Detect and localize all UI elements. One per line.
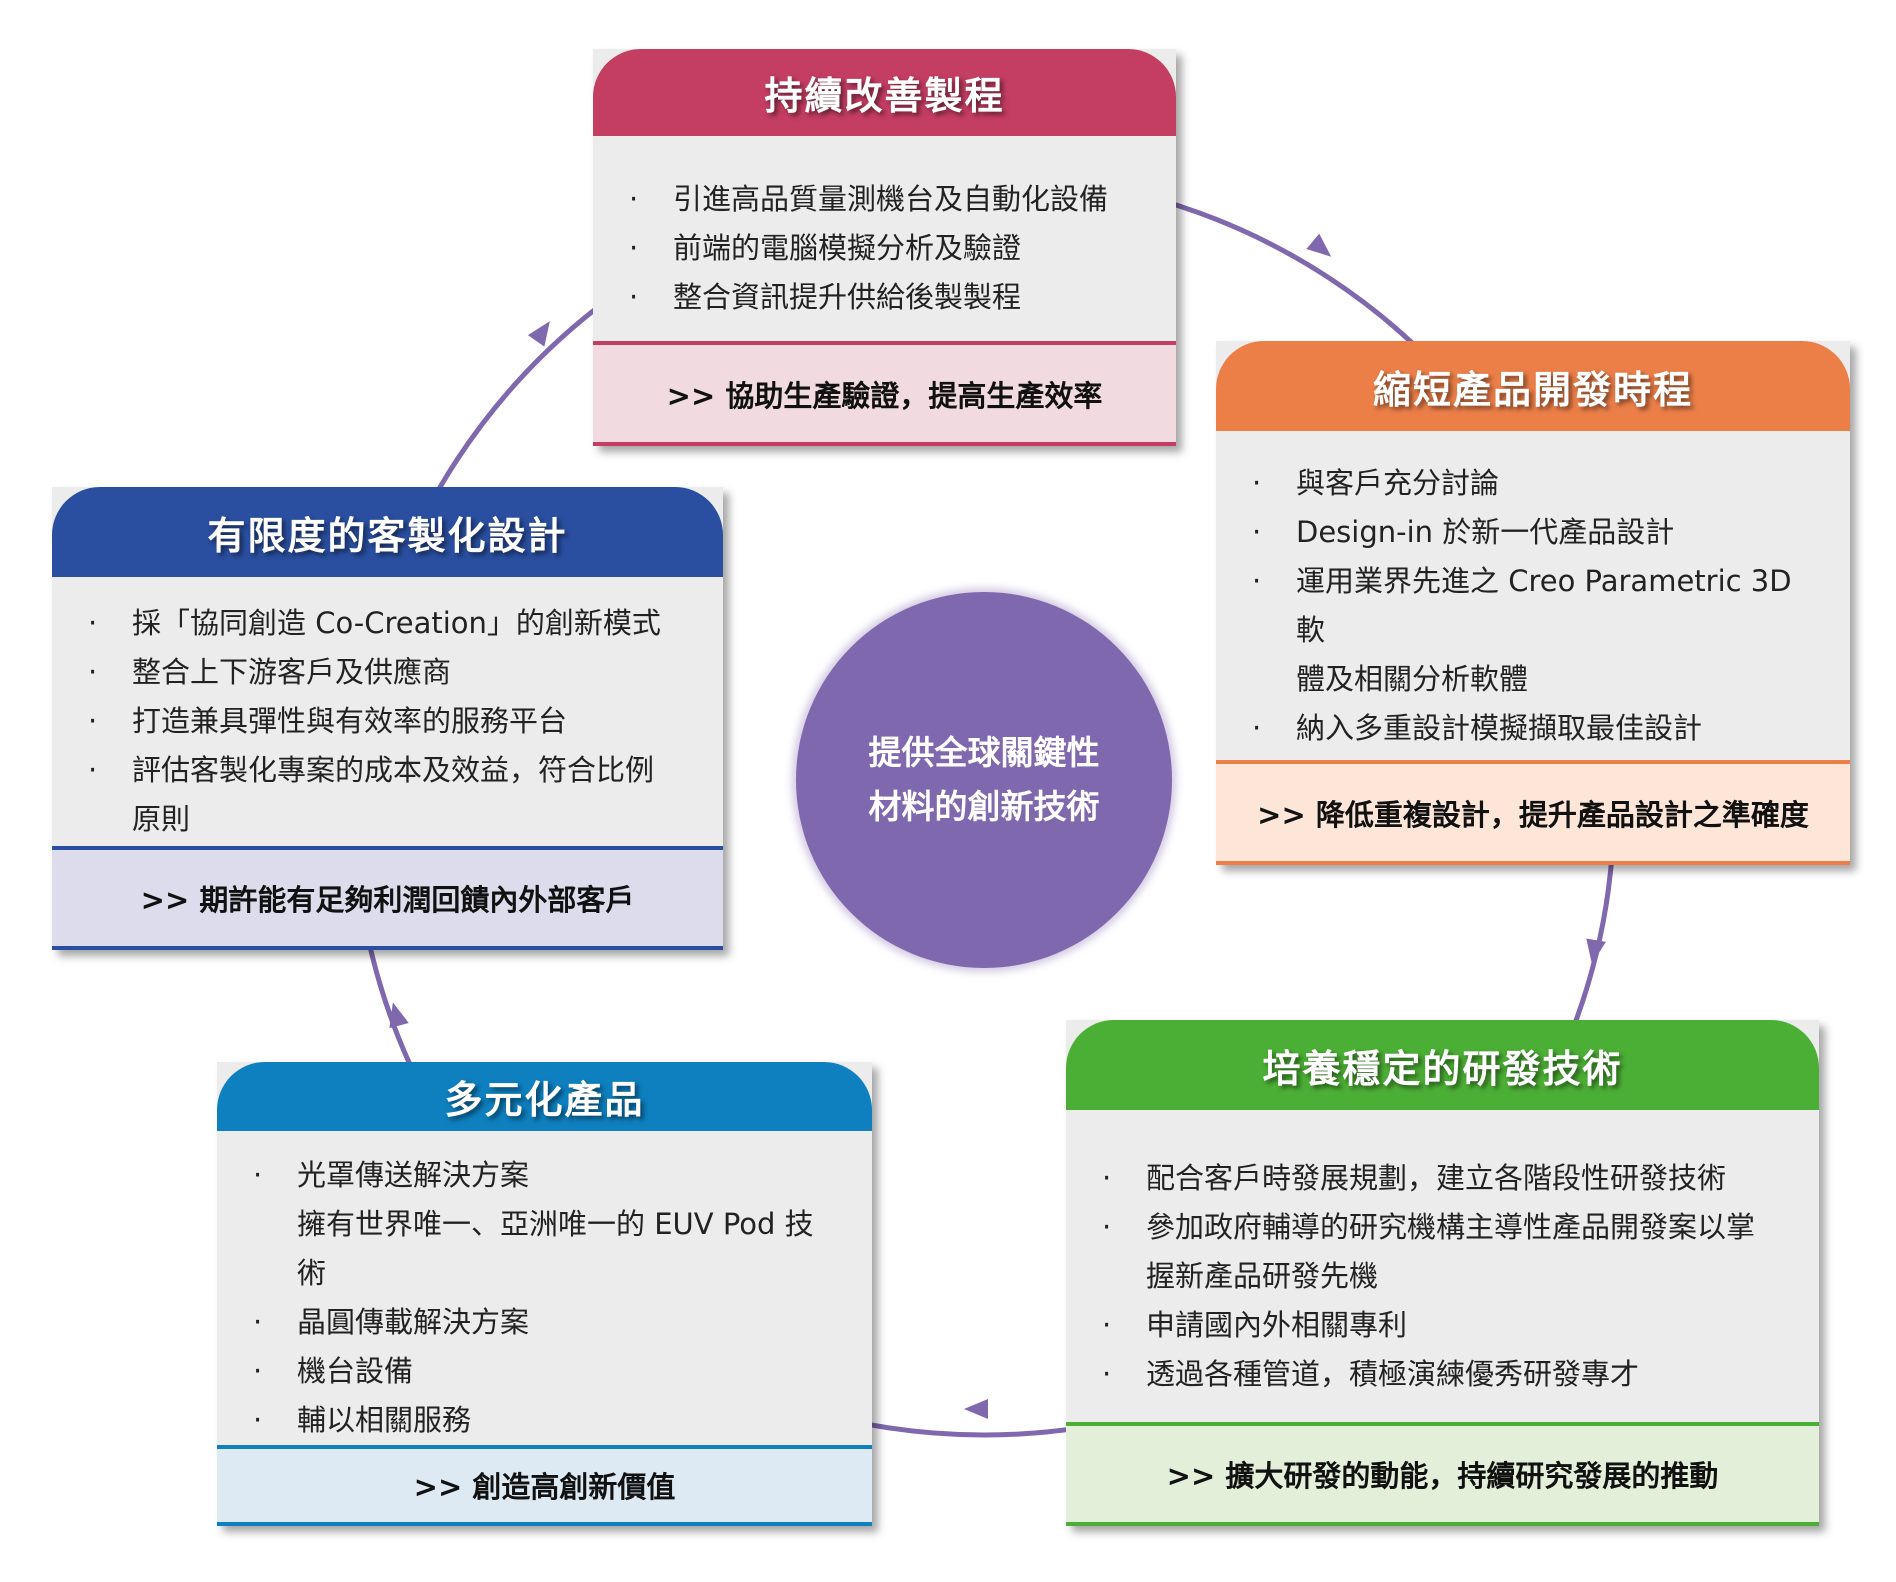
bullet-icon: · [1252, 710, 1262, 745]
list-item-text: 參加政府輔導的研究機構主導性產品開發案以掌 [1146, 1209, 1756, 1244]
list-item: ·握新產品研發先機 [1096, 1252, 1789, 1301]
list-item: · 納入多重設計模擬擷取最佳設計 [1246, 704, 1820, 753]
bullet-icon: · [253, 1157, 263, 1192]
box-title: 縮短產品開發時程 [1216, 341, 1850, 431]
list-item: · 配合客戶時發展規劃，建立各階段性研發技術 [1096, 1154, 1789, 1203]
list-item-text: 整合上下游客戶及供應商 [132, 655, 452, 689]
bullet-icon: · [1102, 1307, 1112, 1342]
list-item-text: 前端的電腦模擬分析及驗證 [673, 231, 1022, 265]
box-title: 多元化產品 [217, 1062, 872, 1131]
core-value-circle: 提供全球關鍵性材料的創新技術 [796, 592, 1172, 968]
box-diverse: 多元化產品·光罩傳送解決方案·擁有世界唯一、亞洲唯一的 EUV Pod 技術·晶… [217, 1062, 872, 1526]
bullet-icon: · [1252, 465, 1262, 500]
list-item-text: 打造兼具彈性與有效率的服務平台 [132, 704, 568, 738]
box-shorten: 縮短產品開發時程 · 與客戶充分討論 · Design-in 於新一代產品設計 · 運用業界… [1216, 341, 1850, 865]
box-body: · 與客戶充分討論 · Design-in 於新一代產品設計 · 運用業界先進之 Creo… [1216, 431, 1850, 760]
list-item-text: 輔以相關服務 [297, 1402, 472, 1437]
list-item: · Design-in 於新一代產品設計 [1246, 508, 1820, 557]
list-item: · 整合資訊提升供給後製製程 [623, 273, 1146, 322]
list-item: · 引進高品質量測機台及自動化設備 [623, 175, 1146, 224]
list-item: ·原則 [82, 795, 693, 844]
bullet-icon: · [629, 182, 639, 216]
box-process: 持續改善製程 · 引進高品質量測機台及自動化設備 · 前端的電腦模擬分析及驗證 · 整合資訊… [593, 49, 1176, 446]
list-item-text: 光罩傳送解決方案 [297, 1157, 530, 1192]
box-footer: >> 期許能有足夠利潤回饋內外部客戶 [52, 846, 723, 950]
bullet-icon: · [1252, 563, 1262, 598]
arrowhead-4 [389, 1002, 409, 1029]
list-item-text: 機台設備 [297, 1353, 414, 1388]
list-item: · 整合上下游客戶及供應商 [82, 648, 693, 697]
bullet-icon: · [88, 704, 98, 738]
list-item-text: Design-in 於新一代產品設計 [1296, 514, 1675, 549]
list-item: · 機台設備 [247, 1347, 842, 1396]
list-item-text: 體及相關分析軟體 [1296, 661, 1529, 696]
box-body: ·光罩傳送解決方案·擁有世界唯一、亞洲唯一的 EUV Pod 技術·晶圓傳載解決… [217, 1131, 872, 1445]
list-item-text: 採「協同創造 Co-Creation」的創新模式 [132, 606, 661, 640]
box-title: 有限度的客製化設計 [52, 487, 723, 577]
box-footer: >> 創造高創新價值 [217, 1444, 872, 1526]
bullet-icon: · [1252, 514, 1262, 549]
list-item-text: 申請國內外相關專利 [1146, 1307, 1408, 1342]
center-line-2: 材料的創新技術 [868, 787, 1100, 826]
bullet-icon: · [253, 1353, 263, 1388]
list-item-text: 透過各種管道，積極演練優秀研發專才 [1146, 1356, 1640, 1391]
list-item-text: 原則 [132, 802, 191, 836]
list-item: · 評估客製化專案的成本及效益，符合比例 [82, 746, 693, 795]
box-footer: >> 擴大研發的動能，持續研究發展的推動 [1066, 1422, 1819, 1526]
box-title: 持續改善製程 [593, 49, 1176, 136]
bullet-icon: · [1102, 1209, 1112, 1244]
box-body: · 採「協同創造 Co-Creation」的創新模式 · 整合上下游客戶及供應商 · 打造… [52, 577, 723, 846]
list-item: · 與客戶充分討論 [1246, 459, 1820, 508]
bullet-icon: · [629, 280, 639, 314]
box-body: · 引進高品質量測機台及自動化設備 · 前端的電腦模擬分析及驗證 · 整合資訊提升供給後製… [593, 136, 1176, 341]
list-item-text: 評估客製化專案的成本及效益，符合比例 [132, 753, 655, 787]
list-item-text: 納入多重設計模擬擷取最佳設計 [1296, 710, 1703, 745]
arrowhead-3 [964, 1399, 988, 1419]
box-footer: >> 降低重複設計，提升產品設計之準確度 [1216, 760, 1850, 865]
list-item: · 透過各種管道，積極演練優秀研發專才 [1096, 1350, 1789, 1399]
box-body: · 配合客戶時發展規劃，建立各階段性研發技術 · 參加政府輔導的研究機構主導性產品開發… [1066, 1110, 1819, 1422]
list-item: · 運用業界先進之 Creo Parametric 3D 軟 [1246, 557, 1820, 655]
list-item: · 採「協同創造 Co-Creation」的創新模式 [82, 599, 693, 648]
arrowhead-5 [527, 321, 550, 347]
list-item-text: 引進高品質量測機台及自動化設備 [673, 182, 1109, 216]
list-item: ·體及相關分析軟體 [1246, 655, 1820, 704]
list-item: · 前端的電腦模擬分析及驗證 [623, 224, 1146, 273]
bullet-icon: · [253, 1402, 263, 1437]
list-item-text: 配合客戶時發展規劃，建立各階段性研發技術 [1146, 1160, 1727, 1195]
box-rd: 培養穩定的研發技術 · 配合客戶時發展規劃，建立各階段性研發技術 · 參加政府輔導的研究… [1066, 1020, 1819, 1526]
bullet-icon: · [253, 1304, 263, 1339]
bullet-icon: · [1102, 1160, 1112, 1195]
bullet-icon: · [88, 606, 98, 640]
list-item: · 申請國內外相關專利 [1096, 1301, 1789, 1350]
box-title: 培養穩定的研發技術 [1066, 1020, 1819, 1110]
list-item-text: 與客戶充分討論 [1296, 465, 1500, 500]
list-item: · 打造兼具彈性與有效率的服務平台 [82, 697, 693, 746]
arrowhead-2 [1586, 938, 1606, 964]
bullet-icon: · [629, 231, 639, 265]
list-item: · 晶圓傳載解決方案 [247, 1298, 842, 1347]
bullet-icon: · [88, 753, 98, 787]
list-item-text: 運用業界先進之 Creo Parametric 3D 軟 [1296, 563, 1792, 647]
box-custom: 有限度的客製化設計 · 採「協同創造 Co-Creation」的創新模式 · 整合上下游… [52, 487, 723, 950]
list-item: · 參加政府輔導的研究機構主導性產品開發案以掌 [1096, 1203, 1789, 1252]
list-item: · 光罩傳送解決方案 [247, 1151, 842, 1200]
list-item-text: 整合資訊提升供給後製製程 [673, 280, 1022, 314]
bullet-icon: · [88, 655, 98, 689]
list-item-text: 晶圓傳載解決方案 [297, 1304, 530, 1339]
list-item-text: 擁有世界唯一、亞洲唯一的 EUV Pod 技術 [297, 1206, 814, 1290]
box-footer: >> 協助生產驗證，提高生產效率 [593, 341, 1176, 446]
list-item-text: 握新產品研發先機 [1146, 1258, 1379, 1293]
arrowhead-1 [1306, 233, 1332, 257]
list-item: · 輔以相關服務 [247, 1396, 842, 1445]
list-item: ·擁有世界唯一、亞洲唯一的 EUV Pod 技術 [247, 1200, 842, 1298]
center-line-1: 提供全球關鍵性 [868, 733, 1100, 772]
bullet-icon: · [1102, 1356, 1112, 1391]
